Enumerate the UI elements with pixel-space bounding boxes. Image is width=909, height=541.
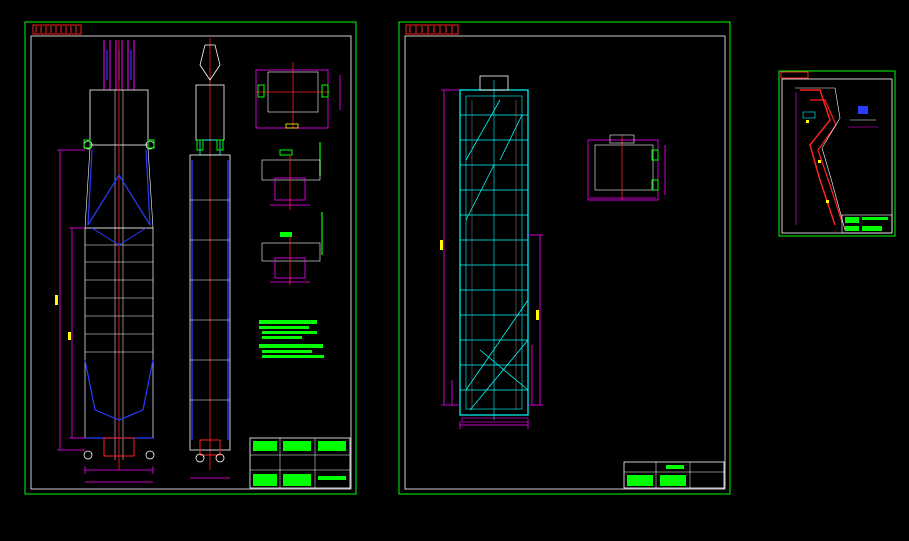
sheet-2-title-block (623, 461, 725, 489)
chute-detail-view (848, 106, 878, 128)
steel-frame-section (587, 134, 666, 201)
sheet-2-frame (404, 35, 726, 490)
title-block (249, 437, 351, 489)
sheet-2-title-tag (405, 24, 459, 35)
sheet-2-border (398, 21, 731, 495)
sheet-1-title-tag-hatch (35, 26, 77, 33)
sheet-1 (24, 21, 357, 495)
sheet-1-frame (30, 35, 352, 490)
detail-section-c (261, 212, 323, 285)
front-elevation-view (55, 40, 155, 483)
sheet-2 (398, 21, 731, 495)
sheet-3-border (778, 70, 896, 237)
sheet-2-title-tag-hatch (409, 26, 453, 33)
detail-section-a (255, 62, 341, 129)
sheet-1-title-tag (32, 24, 82, 35)
sheet-1-border (24, 21, 357, 495)
steel-frame-elevation (440, 75, 543, 429)
sheet-3-title-tag (780, 71, 809, 79)
notes-block (259, 320, 324, 358)
sheet-3-frame (781, 78, 893, 234)
detail-section-b (261, 142, 321, 210)
sheet-3-title-block (841, 214, 893, 234)
sheet-3 (778, 70, 896, 237)
chute-assembly-view (795, 87, 846, 231)
side-elevation-view (189, 38, 231, 479)
